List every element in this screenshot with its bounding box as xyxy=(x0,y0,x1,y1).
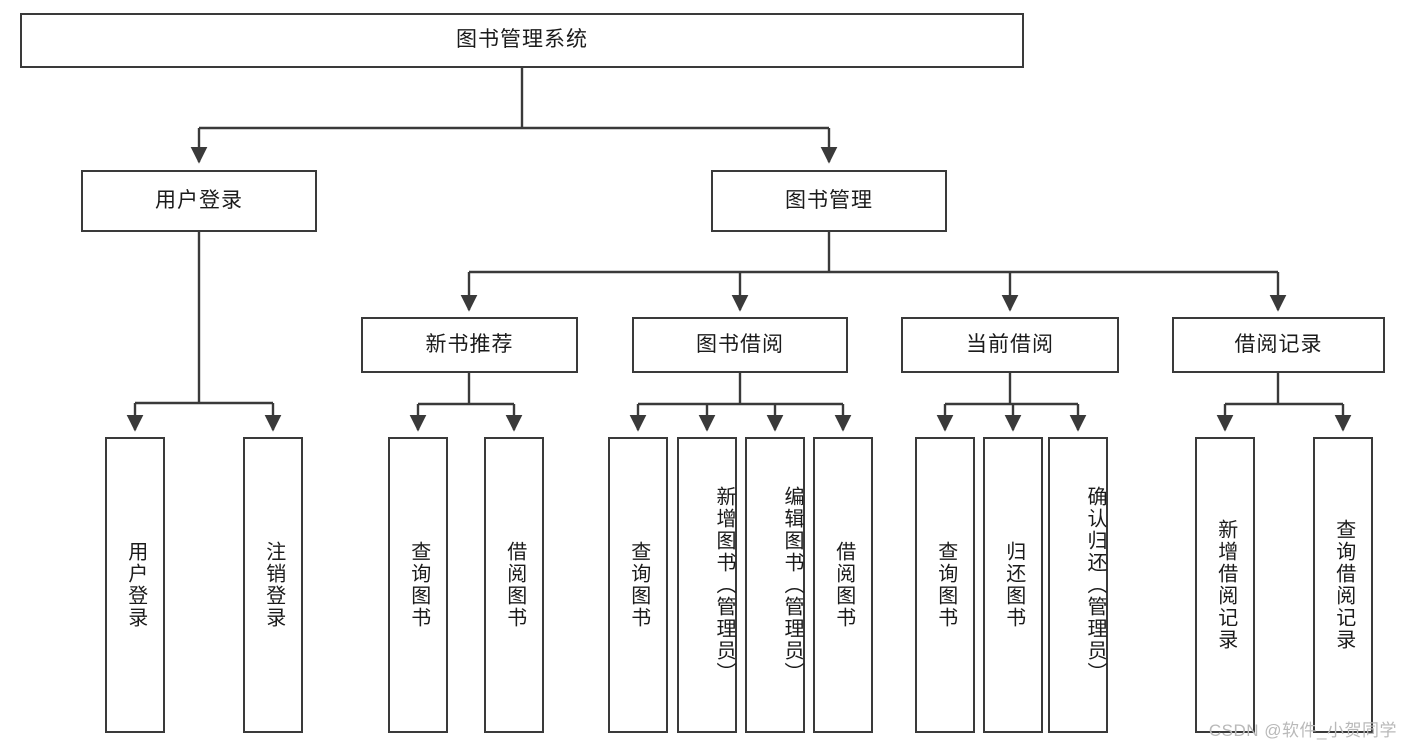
node-new-book-recommend[interactable]: 新书推荐 xyxy=(361,317,578,373)
node-leaf-query-book-3-label: 查询图书 xyxy=(934,541,957,629)
node-leaf-borrow-book-2[interactable]: 借阅图书 xyxy=(813,437,873,733)
node-leaf-borrow-book-1[interactable]: 借阅图书 xyxy=(484,437,544,733)
node-leaf-confirm-return[interactable]: 确认归还（管理员） xyxy=(1048,437,1108,733)
node-borrow-record-label: 借阅记录 xyxy=(1234,332,1323,356)
node-book-borrow-label: 图书借阅 xyxy=(696,332,784,356)
node-book-manage-label: 图书管理 xyxy=(785,188,873,212)
node-leaf-add-record[interactable]: 新增借阅记录 xyxy=(1195,437,1255,733)
node-leaf-return-book-label: 归还图书 xyxy=(1002,541,1025,629)
node-leaf-add-record-label: 新增借阅记录 xyxy=(1214,519,1237,651)
node-leaf-return-book[interactable]: 归还图书 xyxy=(983,437,1043,733)
node-leaf-borrow-book-1-label: 借阅图书 xyxy=(503,541,526,629)
node-leaf-user-login-label: 用户登录 xyxy=(124,541,147,629)
node-leaf-query-book-1-label: 查询图书 xyxy=(407,541,430,629)
node-leaf-query-book-2[interactable]: 查询图书 xyxy=(608,437,668,733)
node-leaf-edit-book-label: 编辑图书（管理员） xyxy=(781,486,803,684)
node-book-borrow[interactable]: 图书借阅 xyxy=(632,317,848,373)
node-leaf-query-record[interactable]: 查询借阅记录 xyxy=(1313,437,1373,733)
node-new-book-recommend-label: 新书推荐 xyxy=(425,332,514,356)
node-leaf-confirm-return-label: 确认归还（管理员） xyxy=(1084,486,1106,684)
node-leaf-add-book-label: 新增图书（管理员） xyxy=(713,486,735,684)
node-leaf-query-book-2-label: 查询图书 xyxy=(627,541,650,629)
node-root-label: 图书管理系统 xyxy=(456,28,588,52)
node-leaf-logout-label: 注销登录 xyxy=(262,541,285,629)
node-leaf-query-book-1[interactable]: 查询图书 xyxy=(388,437,448,733)
node-root[interactable]: 图书管理系统 xyxy=(20,13,1024,68)
node-leaf-edit-book[interactable]: 编辑图书（管理员） xyxy=(745,437,805,733)
node-current-borrow-label: 当前借阅 xyxy=(966,332,1054,356)
node-leaf-borrow-book-2-label: 借阅图书 xyxy=(832,541,855,629)
watermark-text: CSDN @软件_小贺同学 xyxy=(1208,721,1397,740)
node-user-login[interactable]: 用户登录 xyxy=(81,170,317,232)
node-user-login-label: 用户登录 xyxy=(155,188,243,212)
node-leaf-logout[interactable]: 注销登录 xyxy=(243,437,303,733)
node-book-manage[interactable]: 图书管理 xyxy=(711,170,947,232)
node-leaf-query-record-label: 查询借阅记录 xyxy=(1332,519,1355,651)
node-leaf-user-login[interactable]: 用户登录 xyxy=(105,437,165,733)
node-current-borrow[interactable]: 当前借阅 xyxy=(901,317,1119,373)
node-leaf-add-book[interactable]: 新增图书（管理员） xyxy=(677,437,737,733)
node-leaf-query-book-3[interactable]: 查询图书 xyxy=(915,437,975,733)
node-borrow-record[interactable]: 借阅记录 xyxy=(1172,317,1385,373)
